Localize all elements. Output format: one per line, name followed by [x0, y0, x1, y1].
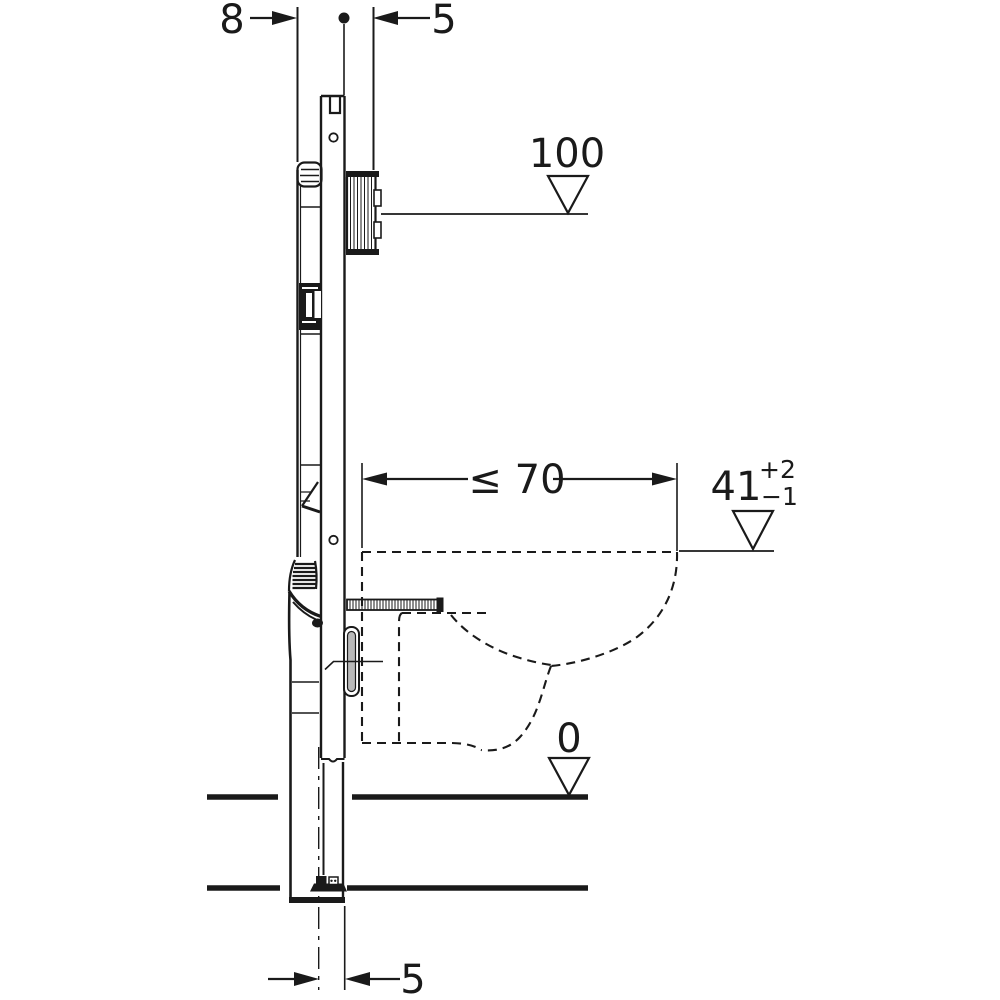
rail-pipe-joint	[321, 758, 345, 763]
box-clip-bottom	[373, 221, 382, 239]
dim-top-5: 5	[373, 0, 457, 43]
tolerance-minus: −1	[761, 482, 798, 511]
box-clip-top	[373, 189, 382, 207]
dim-bottom-5: 5	[268, 957, 426, 1000]
cistern-taper-edge	[301, 481, 319, 507]
level-triangle-icon	[731, 509, 775, 552]
leg-panel-lines	[292, 681, 319, 714]
bolt-dot	[330, 879, 333, 882]
frame-leg	[287, 591, 347, 990]
rail-hole-bottom	[328, 534, 339, 546]
center-dot-marker	[338, 12, 350, 24]
cistern-top-cap	[296, 161, 323, 188]
dim-label-8: 8	[219, 0, 244, 43]
bend-right-edge	[313, 560, 318, 590]
box-top-cap	[346, 171, 379, 177]
dim-label-5-bottom: 5	[400, 957, 425, 1000]
bend-inner-curve	[292, 601, 317, 621]
arrow-left-icon	[373, 11, 398, 25]
bowl-inner-back-edge	[397, 612, 403, 743]
level-label-0: 0	[556, 716, 581, 762]
cistern	[296, 161, 323, 557]
fixing-bar	[346, 597, 444, 612]
protection-box	[345, 171, 382, 255]
box-bottom-cap	[346, 249, 379, 255]
rail-top-notch	[328, 96, 342, 115]
level-label-41: 41	[711, 464, 762, 510]
bend-outer-curve	[287, 590, 322, 619]
leader-line	[324, 660, 383, 671]
bolt-dot	[334, 879, 337, 882]
bowl-front-curve	[550, 551, 679, 668]
foot-plate	[310, 883, 347, 892]
valve-detail-lines	[302, 287, 318, 323]
leg-bottom-bar	[289, 897, 345, 903]
level-0: 0	[547, 716, 591, 798]
level-triangle-icon	[547, 756, 591, 798]
floor-lines	[207, 794, 588, 891]
foot-bolt	[328, 876, 339, 886]
arrow-right-icon	[652, 472, 677, 486]
arrow-right-icon	[272, 11, 297, 25]
leg-left-edge	[287, 591, 292, 898]
cistern-cap-ribs	[300, 168, 319, 183]
tolerance-plus: +2	[759, 455, 796, 484]
valve-slot-right	[314, 291, 321, 318]
cistern-taper-lines	[300, 491, 312, 502]
dim-depth-70: ≤ 70	[361, 457, 678, 551]
level-100: 100	[381, 131, 605, 216]
rail-hole-top	[328, 132, 339, 143]
level-41: 41 +2 −1	[679, 455, 798, 552]
foot-block	[316, 876, 327, 884]
arrow-left-icon	[345, 972, 370, 986]
fixing-bar-end-cap	[436, 597, 444, 612]
toilet-bowl-outline	[360, 550, 679, 752]
bend-left-edge	[287, 559, 297, 592]
bend-coupling	[312, 618, 323, 628]
arrow-left-icon	[362, 472, 387, 486]
bowl-inner-curve	[450, 614, 552, 667]
fixing-bar-hatch	[349, 600, 435, 610]
level-triangle-icon	[546, 174, 590, 216]
connector-profile	[324, 626, 383, 697]
outlet-bend	[287, 559, 323, 628]
valve-slot-left	[306, 293, 312, 317]
level-label-100: 100	[529, 131, 605, 177]
dim-label-70: ≤ 70	[468, 457, 565, 503]
dim-top-8: 8	[219, 0, 297, 43]
bowl-underside-curve	[480, 665, 552, 752]
arrow-right-icon	[294, 972, 319, 986]
dim-label-5-top: 5	[431, 0, 456, 43]
corrugated-ribs	[292, 562, 316, 590]
bowl-bottom-edge	[362, 741, 482, 751]
cistern-taper-base	[301, 504, 321, 514]
box-hatch-lines	[350, 177, 372, 249]
